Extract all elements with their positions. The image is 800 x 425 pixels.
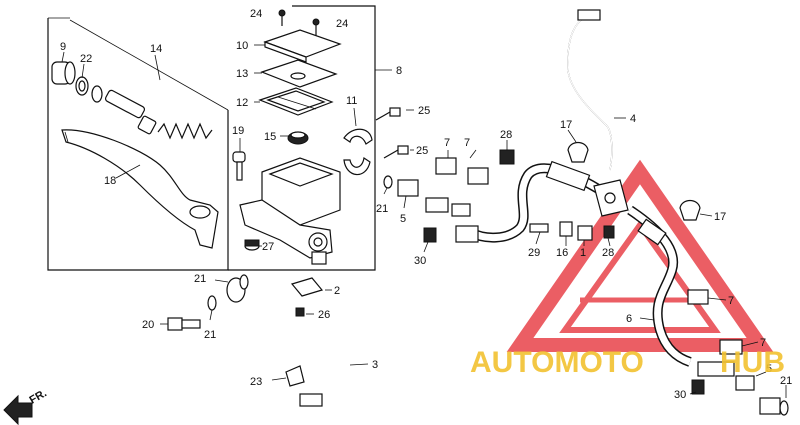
part-21-washers bbox=[207, 175, 789, 416]
label-part-21d: 21 bbox=[780, 375, 792, 387]
part-1-joint bbox=[593, 179, 629, 217]
label-part-6: 6 bbox=[626, 313, 632, 325]
label-part-1: 1 bbox=[580, 247, 586, 259]
label-part-22: 22 bbox=[80, 53, 92, 65]
part-26-bolt bbox=[295, 307, 305, 317]
direction-label: FR. bbox=[28, 387, 49, 406]
part-6-hose-right-branch bbox=[627, 205, 735, 377]
part-22-ring bbox=[75, 76, 103, 103]
label-part-9: 9 bbox=[60, 41, 66, 53]
label-part-30b: 30 bbox=[674, 389, 686, 401]
master-cylinder-body bbox=[239, 157, 341, 265]
part-17-clamps bbox=[567, 141, 701, 221]
label-part-25a: 25 bbox=[418, 105, 430, 117]
part-24-screws bbox=[278, 9, 320, 36]
watermark-text-suffix: HUB bbox=[720, 346, 785, 379]
label-part-18: 18 bbox=[104, 175, 116, 187]
label-part-20: 20 bbox=[142, 319, 154, 331]
watermark-text-main: AUTOMOTO bbox=[470, 346, 644, 379]
label-part-2: 2 bbox=[334, 285, 340, 297]
lever-assembly-box bbox=[47, 17, 229, 271]
part-12-diaphragm bbox=[258, 87, 334, 116]
label-part-29: 29 bbox=[528, 247, 540, 259]
watermark-text: AUTOMOTO HUB bbox=[470, 346, 785, 379]
label-part-28a: 28 bbox=[500, 129, 512, 141]
label-part-16: 16 bbox=[556, 247, 568, 259]
label-part-5a: 5 bbox=[400, 213, 406, 225]
right-fittings bbox=[529, 221, 781, 415]
label-part-23: 23 bbox=[250, 376, 262, 388]
label-part-24b: 24 bbox=[336, 18, 348, 30]
part-23-clip bbox=[285, 365, 305, 387]
label-part-13: 13 bbox=[236, 68, 248, 80]
label-part-15: 15 bbox=[264, 131, 276, 143]
label-part-21a: 21 bbox=[204, 329, 216, 341]
label-part-7c: 7 bbox=[728, 295, 734, 307]
part-2-clamp bbox=[290, 277, 324, 297]
label-part-25b: 25 bbox=[416, 145, 428, 157]
label-part-24a: 24 bbox=[250, 8, 262, 20]
part-9-seal bbox=[51, 61, 76, 85]
label-part-26: 26 bbox=[318, 309, 330, 321]
part-4-brake-pipe bbox=[567, 9, 613, 171]
part-27-cap bbox=[244, 239, 260, 251]
label-part-14: 14 bbox=[150, 43, 162, 55]
label-part-8: 8 bbox=[396, 65, 402, 77]
label-part-3: 3 bbox=[372, 359, 378, 371]
part-18-brake-lever bbox=[61, 129, 219, 249]
label-part-4: 4 bbox=[630, 113, 636, 125]
part-20-banjo-bolt bbox=[167, 317, 201, 331]
part-15-grommet bbox=[287, 131, 309, 145]
part-25-bolts bbox=[375, 107, 409, 159]
left-fittings bbox=[397, 149, 515, 243]
part-labels: 9 22 14 18 10 13 12 15 19 27 24 24 8 11 … bbox=[60, 8, 792, 401]
part-14-piston bbox=[104, 89, 213, 140]
label-part-27: 27 bbox=[262, 241, 274, 253]
label-part-30a: 30 bbox=[414, 255, 426, 267]
label-part-7d: 7 bbox=[760, 337, 766, 349]
label-part-19: 19 bbox=[232, 125, 244, 137]
label-part-28b: 28 bbox=[602, 247, 614, 259]
front-direction-arrow: FR. bbox=[3, 387, 49, 425]
label-part-7a: 7 bbox=[444, 137, 450, 149]
label-part-7b: 7 bbox=[464, 137, 470, 149]
label-part-21c: 21 bbox=[376, 203, 388, 215]
part-19-pin bbox=[232, 151, 246, 181]
label-part-10: 10 bbox=[236, 40, 248, 52]
watermark-logo bbox=[506, 159, 774, 352]
leader-lines bbox=[61, 44, 787, 398]
master-cylinder-box bbox=[228, 5, 392, 271]
label-part-12: 12 bbox=[236, 97, 248, 109]
label-part-21b: 21 bbox=[194, 273, 206, 285]
part-10-reservoir-cap bbox=[263, 29, 342, 63]
label-part-17b: 17 bbox=[714, 211, 726, 223]
label-part-5b: 5 bbox=[766, 363, 772, 375]
part-13-plate bbox=[260, 59, 338, 88]
hose-left-branch bbox=[467, 160, 603, 243]
part-3-brake-hose bbox=[226, 277, 344, 407]
part-11-bracket bbox=[343, 128, 373, 176]
label-part-11: 11 bbox=[346, 95, 357, 107]
label-part-17a: 17 bbox=[560, 119, 572, 131]
